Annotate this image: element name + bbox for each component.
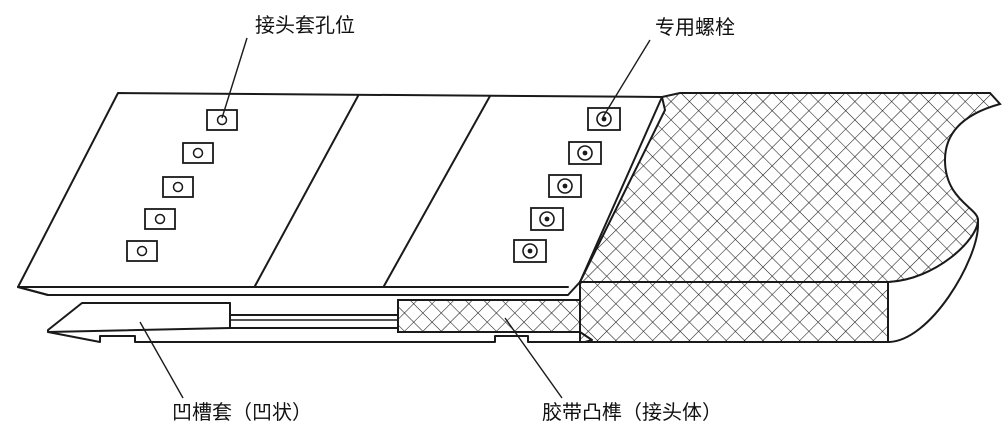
joint-sleeve-hole-icon xyxy=(182,142,214,164)
special-bolt-icon xyxy=(530,207,564,231)
joint-sleeve-hole-icon xyxy=(144,208,176,230)
label-belt-tenon: 胶带凸榫（接头体） xyxy=(542,400,722,424)
special-bolt-icon xyxy=(568,141,602,165)
joint-plate-tip xyxy=(17,286,49,296)
special-bolt-icon xyxy=(513,239,547,263)
plate-divider-2 xyxy=(383,95,491,287)
leader-belt-tenon xyxy=(504,317,563,399)
plate-divider-1 xyxy=(254,95,359,287)
leader-joint-hole xyxy=(221,37,248,119)
groove-sleeve-lower-edge xyxy=(47,327,399,333)
leader-groove-sleeve xyxy=(139,321,184,399)
special-bolt-icon xyxy=(548,174,582,198)
special-bolt-icon xyxy=(587,107,621,131)
label-groove-sleeve: 凹槽套（凹状） xyxy=(172,400,312,424)
belt-body-front xyxy=(579,281,889,343)
leader-special-bolt xyxy=(602,39,651,118)
joint-sleeve-holes xyxy=(126,109,238,262)
label-special-bolt: 专用螺栓 xyxy=(655,15,735,39)
joint-sleeve-hole-icon xyxy=(126,240,158,262)
belt-tenon-block xyxy=(397,299,581,333)
special-bolts xyxy=(513,107,621,263)
joint-sleeve-hole-icon xyxy=(162,176,194,198)
label-joint-sleeve-hole: 接头套孔位 xyxy=(255,13,355,37)
belt-body-top xyxy=(578,92,1002,283)
belt-body-side xyxy=(887,219,979,344)
joint-sleeve-hole-icon xyxy=(206,109,238,131)
